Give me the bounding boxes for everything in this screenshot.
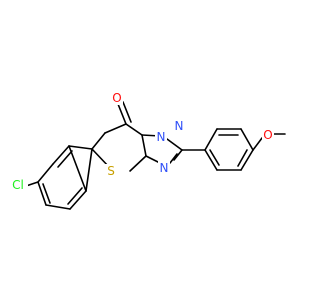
label-background (8, 178, 28, 192)
bond (52, 145, 70, 165)
bond (117, 103, 127, 125)
bond (37, 181, 47, 206)
bond (67, 187, 83, 205)
label-background (105, 164, 117, 178)
bond (169, 153, 178, 164)
carbonyl-oxygen-label: O (112, 91, 121, 105)
nitrogen-label-3: N (160, 161, 169, 175)
label-background (155, 130, 167, 144)
bond (125, 123, 143, 136)
bond (129, 155, 147, 172)
molecule-canvas: O S N N N O Cl (8, 91, 286, 210)
thiadiazine-ring (91, 101, 147, 172)
atom-labels: O S N N N O Cl (8, 91, 274, 192)
label-background (173, 119, 185, 133)
bond (68, 145, 87, 192)
bond (37, 163, 54, 183)
bond (122, 101, 132, 123)
label-background (158, 161, 170, 175)
molecule-structure-diagram: O S N N N O Cl (8, 91, 286, 210)
bond (204, 149, 218, 171)
triazole-ring (141, 134, 183, 164)
chlorine-label: Cl (12, 178, 24, 192)
bond (240, 149, 254, 171)
label-background (262, 128, 274, 142)
bond (69, 190, 87, 210)
bond (204, 128, 218, 151)
label-background (111, 91, 123, 105)
bond (145, 155, 161, 164)
methoxy-oxygen-label: O (263, 128, 272, 142)
bond (42, 183, 51, 204)
bond (166, 138, 183, 151)
sulfur-label: S (107, 164, 115, 178)
bond (57, 150, 73, 168)
nitrogen-label-2: N (175, 119, 184, 133)
bond (68, 145, 93, 150)
bond (45, 204, 71, 210)
bond (237, 149, 248, 167)
bond (252, 137, 263, 151)
bond (141, 134, 147, 157)
bond (104, 123, 127, 134)
chlorophenyl-ring (25, 145, 93, 210)
methoxyphenyl-ring (181, 128, 286, 171)
nitrogen-label-1: N (157, 130, 166, 144)
bond (85, 148, 93, 192)
bond (209, 149, 220, 166)
bond (173, 149, 183, 161)
bond (240, 128, 254, 151)
bond (91, 132, 106, 150)
